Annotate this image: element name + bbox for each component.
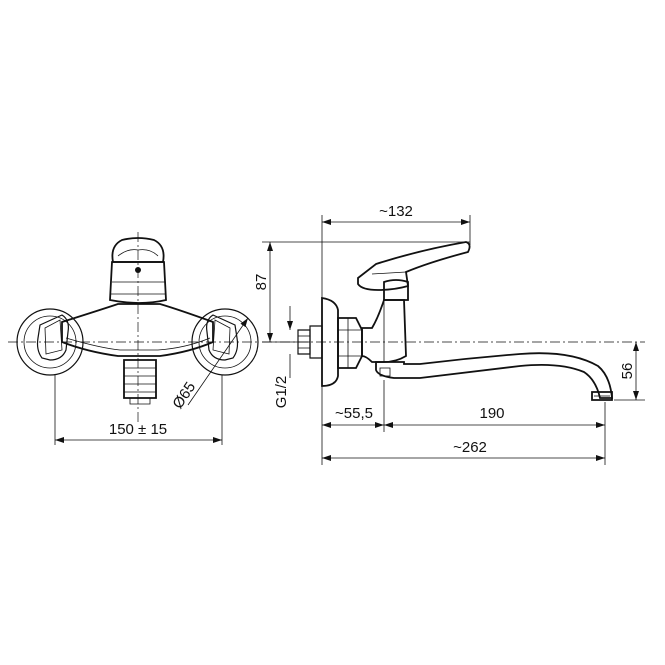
thread-label: G1/2	[273, 376, 290, 409]
indicator-dot	[135, 267, 141, 273]
height-dimension-label: 87	[253, 274, 270, 291]
spout-reach-label: 190	[479, 405, 504, 422]
swivel-spout	[375, 352, 613, 401]
overall-length-dimension: ~262	[322, 439, 605, 461]
depth-dimension-label: ~132	[379, 203, 413, 220]
overall-length-label: ~262	[453, 439, 487, 456]
union-nut	[337, 317, 363, 369]
width-dimension-label: 150 ± 15	[109, 421, 167, 438]
front-view: 150 ± 15 Ø65	[8, 232, 259, 445]
lever-handle	[111, 237, 165, 263]
height-dimension: 87	[253, 241, 470, 343]
bottom-outlet	[123, 359, 157, 405]
left-rosette	[16, 308, 84, 376]
thread-label-group: G1/2	[273, 306, 293, 409]
side-mixer-body	[361, 299, 407, 363]
outlet-height-label: 56	[619, 363, 636, 380]
side-rosette	[321, 296, 339, 387]
offset-dimensions: ~55,5 190	[322, 380, 606, 465]
cartridge-housing	[109, 261, 167, 304]
side-view: ~132 87 G1/2 ~55,5 190 ~262	[253, 203, 645, 465]
depth-dimension: ~132	[322, 203, 471, 245]
side-lever	[357, 241, 471, 291]
width-dimension: 150 ± 15	[54, 375, 223, 445]
mixer-body	[61, 303, 214, 357]
wall-offset-label: ~55,5	[335, 405, 373, 422]
outlet-height-dimension: 56	[614, 342, 645, 401]
